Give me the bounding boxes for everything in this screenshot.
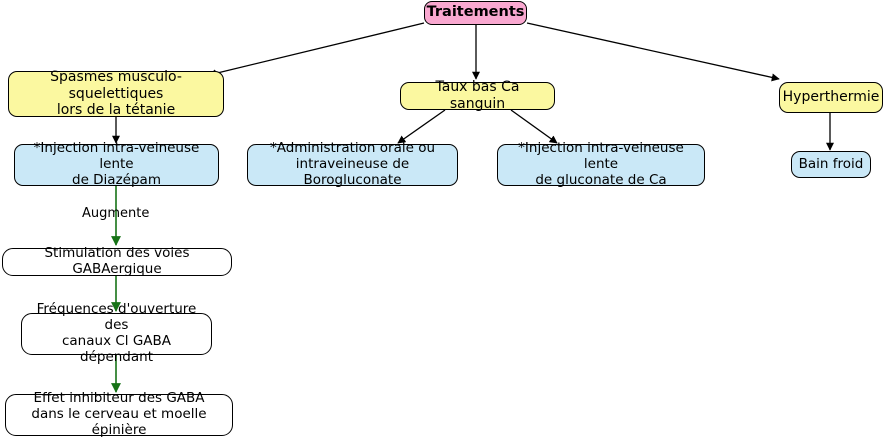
edge-label-augmente: Augmente (82, 206, 150, 221)
node-frequences-ouverture-canaux[interactable]: Fréquences d'ouverture des canaux Cl GAB… (21, 301, 212, 365)
node-traitements[interactable]: Traitements (424, 1, 527, 25)
node-taux-bas-ca-sanguin[interactable]: Taux bas Ca sanguin (400, 79, 555, 112)
node-injection-diazepam[interactable]: *Injection intra-veineuse lente de Diazé… (14, 140, 219, 188)
edge-root-to-hyperthermie (526, 22, 780, 82)
edge-taux-bas-to-borogluconate (397, 109, 446, 144)
node-effet-inhibiteur-gaba[interactable]: Effet inhibiteur des GABA dans le cervea… (5, 390, 233, 438)
node-bain-froid[interactable]: Bain froid (791, 151, 871, 178)
edge-root-to-spasmes (208, 22, 425, 78)
node-administration-borogluconate[interactable]: *Administration orale ou intraveineuse d… (247, 140, 458, 188)
node-spasmes-musculo-squelettiques[interactable]: Spasmes musculo-squelettiques lors de la… (8, 69, 224, 118)
node-stimulation-voies-gabaergique[interactable]: Stimulation des voies GABAergique (2, 245, 232, 277)
edge-taux-bas-to-gluconate (510, 109, 558, 144)
node-injection-gluconate-ca[interactable]: *Injection intra-veineuse lente de gluco… (497, 140, 705, 188)
node-hyperthermie[interactable]: Hyperthermie (779, 82, 883, 113)
